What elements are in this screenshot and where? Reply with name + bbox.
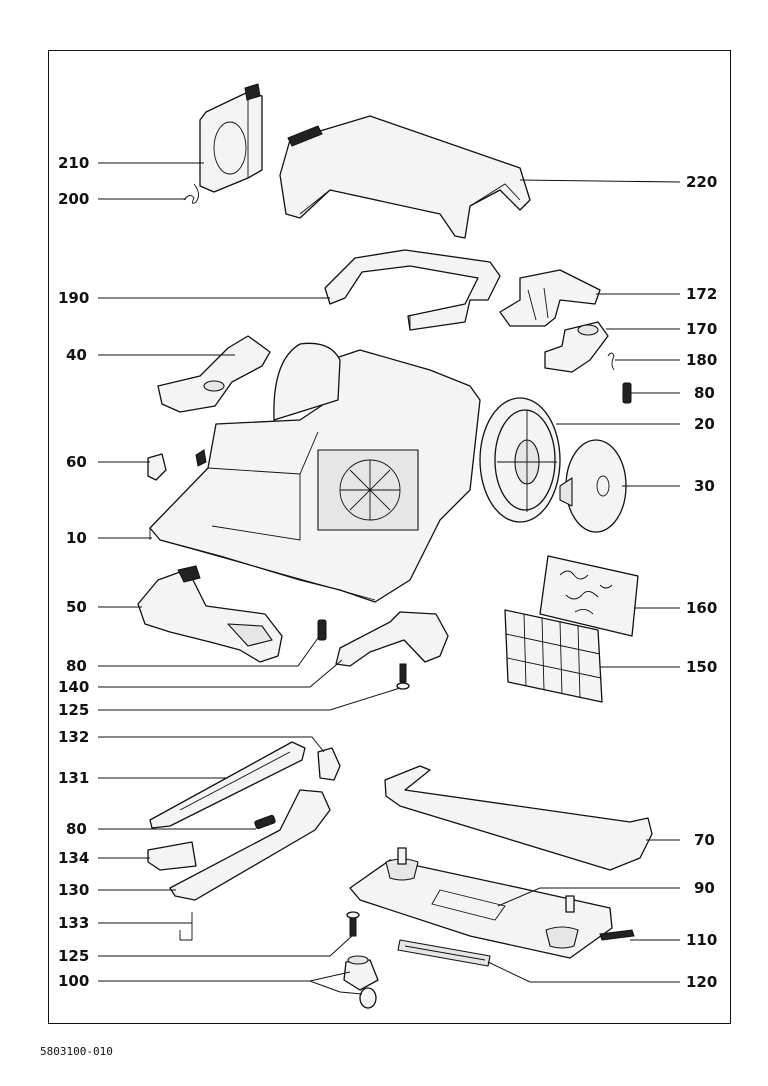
callout-labels: 210 200 190 40 60 10 50 80 140 125 132 1…	[58, 154, 717, 991]
part-150-filter-grille	[504, 609, 603, 703]
part-220-top-cover	[279, 115, 531, 239]
part-210-bracket	[199, 83, 263, 193]
part-110-strip	[599, 929, 635, 941]
part-70-bumper	[384, 765, 653, 871]
part-60-latch	[147, 453, 167, 481]
callout-120: 120	[686, 973, 717, 991]
callout-80-b: 80	[694, 384, 715, 402]
part-140-duct	[335, 611, 449, 667]
callout-200: 200	[58, 190, 89, 208]
callout-160: 160	[686, 599, 717, 617]
callout-80-a: 80	[66, 657, 87, 675]
part-131-rail	[149, 741, 306, 829]
callout-180: 180	[686, 351, 717, 369]
callout-50: 50	[66, 598, 87, 616]
part-190-frame	[324, 249, 501, 331]
callout-70: 70	[694, 831, 715, 849]
part-20-wheel	[479, 397, 561, 523]
part-125b-screw	[346, 911, 360, 937]
part-172-clip	[499, 269, 601, 327]
part-180-spring	[607, 352, 615, 371]
callout-132: 132	[58, 728, 89, 746]
part-120-brush	[397, 939, 491, 967]
callout-172: 172	[686, 285, 717, 303]
callout-134: 134	[58, 849, 89, 867]
callout-20: 20	[694, 415, 715, 433]
part-160-filter-pad	[539, 555, 639, 637]
part-130-lever	[169, 789, 331, 901]
drawing-frame	[48, 50, 731, 1024]
callout-100: 100	[58, 972, 89, 990]
callout-110: 110	[686, 931, 717, 949]
part-100-castors	[339, 955, 379, 1009]
part-200-spring	[183, 183, 199, 204]
callout-60: 60	[66, 453, 87, 471]
callout-80-c: 80	[66, 820, 87, 838]
callout-133: 133	[58, 914, 89, 932]
callout-30: 30	[694, 477, 715, 495]
part-30-hubcap	[559, 439, 627, 533]
part-90-base-plate	[349, 847, 613, 959]
part-10-chassis	[149, 342, 481, 603]
callout-40: 40	[66, 346, 87, 364]
part-40-handle-part	[157, 335, 271, 413]
part-80c-spring	[254, 814, 276, 830]
part-170-clip	[544, 321, 609, 373]
callout-90: 90	[694, 879, 715, 897]
callout-125-b: 125	[58, 947, 89, 965]
leader-lines	[98, 162, 681, 993]
part-132-catch	[317, 747, 341, 781]
callout-150: 150	[686, 658, 717, 676]
part-133-hook	[179, 912, 193, 941]
callout-140: 140	[58, 678, 89, 696]
callout-131: 131	[58, 769, 89, 787]
part-80a-spring	[317, 619, 327, 641]
part-80b-spring	[622, 382, 632, 404]
part-50-handle	[137, 565, 283, 663]
part-134-bracket	[147, 841, 197, 871]
callout-170: 170	[686, 320, 717, 338]
callout-10: 10	[66, 529, 87, 547]
callout-220: 220	[686, 173, 717, 191]
callout-130: 130	[58, 881, 89, 899]
callout-210: 210	[58, 154, 89, 172]
document-number: 5803100-010	[40, 1045, 113, 1058]
callout-190: 190	[58, 289, 89, 307]
part-125a-screw	[396, 663, 410, 690]
callout-125-a: 125	[58, 701, 89, 719]
